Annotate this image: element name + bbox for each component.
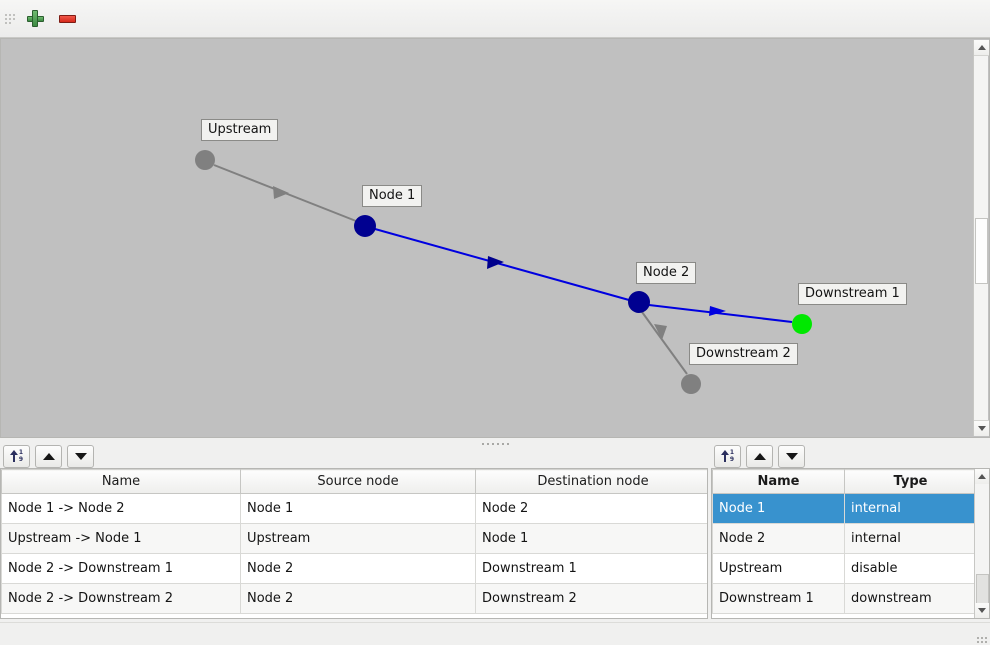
node-label-upstream[interactable]: Upstream bbox=[201, 119, 279, 141]
canvas-vertical-scrollbar[interactable] bbox=[973, 40, 989, 436]
scroll-down-button[interactable] bbox=[974, 420, 989, 436]
plus-icon bbox=[26, 10, 44, 27]
node-name-cell[interactable]: Upstream bbox=[712, 553, 845, 584]
edge-source-cell[interactable]: Node 2 bbox=[240, 583, 476, 614]
window-resize-grip-icon[interactable] bbox=[976, 632, 987, 643]
arrowhead-node2-downstream1 bbox=[709, 306, 726, 316]
node-name-cell[interactable]: Node 1 bbox=[712, 493, 845, 524]
splitter-grip-icon bbox=[481, 443, 509, 445]
caret-up-icon bbox=[978, 474, 986, 479]
edge-name-cell[interactable]: Node 1 -> Node 2 bbox=[1, 493, 241, 524]
arrowhead-node1-node2 bbox=[487, 256, 504, 269]
nodes-table-vertical-scrollbar[interactable] bbox=[974, 469, 989, 618]
add-button[interactable] bbox=[19, 3, 51, 35]
graph-node-downstream1[interactable] bbox=[792, 314, 812, 334]
table-row[interactable]: Node 2 -> Downstream 2 Node 2 Downstream… bbox=[1, 583, 707, 614]
node-label-downstream2[interactable]: Downstream 2 bbox=[689, 343, 798, 365]
nodes-scroll-up-button[interactable] bbox=[975, 469, 989, 484]
table-row[interactable]: Downstream 1 downstream bbox=[712, 583, 977, 614]
table-row[interactable]: Node 1 internal bbox=[712, 493, 977, 524]
arrowhead-upstream-node1 bbox=[273, 186, 289, 199]
nodes-move-down-button[interactable] bbox=[778, 444, 805, 468]
edges-table: Name Source node Destination node Node 1… bbox=[1, 469, 707, 614]
table-row[interactable]: Node 1 -> Node 2 Node 1 Node 2 bbox=[1, 493, 707, 524]
toolbar-drag-handle[interactable] bbox=[5, 8, 15, 30]
edges-col-name[interactable]: Name bbox=[1, 469, 241, 494]
edges-table-header-row: Name Source node Destination node bbox=[1, 469, 707, 494]
node-label-node1[interactable]: Node 1 bbox=[362, 185, 423, 207]
nodes-table-container[interactable]: Name Type Node 1 internal Node 2 interna… bbox=[711, 468, 990, 619]
edge-name-cell[interactable]: Node 2 -> Downstream 1 bbox=[1, 553, 241, 584]
horizontal-splitter[interactable] bbox=[0, 440, 990, 448]
remove-button[interactable] bbox=[51, 3, 83, 35]
graph-svg bbox=[195, 150, 812, 394]
table-row[interactable]: Upstream disable bbox=[712, 553, 977, 584]
arrowhead-node2-downstream2 bbox=[654, 324, 667, 340]
edge-destination-cell[interactable]: Node 1 bbox=[475, 523, 707, 554]
edge-source-cell[interactable]: Node 1 bbox=[240, 493, 476, 524]
edges-move-down-button[interactable] bbox=[67, 444, 94, 468]
edge-node2-downstream1 bbox=[648, 304, 793, 323]
nodes-table: Name Type Node 1 internal Node 2 interna… bbox=[712, 469, 977, 614]
nodes-move-up-button[interactable] bbox=[746, 444, 773, 468]
edge-name-cell[interactable]: Upstream -> Node 1 bbox=[1, 523, 241, 554]
table-row[interactable]: Upstream -> Node 1 Upstream Node 1 bbox=[1, 523, 707, 554]
scroll-up-button[interactable] bbox=[974, 40, 989, 56]
edge-name-cell[interactable]: Node 2 -> Downstream 2 bbox=[1, 583, 241, 614]
edges-move-up-button[interactable] bbox=[35, 444, 62, 468]
node-label-downstream1[interactable]: Downstream 1 bbox=[798, 283, 907, 305]
caret-up-icon bbox=[977, 45, 986, 50]
node-type-cell[interactable]: downstream bbox=[844, 583, 977, 614]
graph-node-upstream[interactable] bbox=[195, 150, 215, 170]
edges-table-container[interactable]: Name Source node Destination node Node 1… bbox=[0, 468, 708, 619]
edge-destination-cell[interactable]: Downstream 1 bbox=[475, 553, 707, 584]
edge-source-cell[interactable]: Node 2 bbox=[240, 553, 476, 584]
node-type-cell[interactable]: internal bbox=[844, 493, 977, 524]
nodes-scroll-down-button[interactable] bbox=[975, 603, 989, 618]
node-type-cell[interactable]: disable bbox=[844, 553, 977, 584]
edge-destination-cell[interactable]: Downstream 2 bbox=[475, 583, 707, 614]
graph-node-downstream2[interactable] bbox=[681, 374, 701, 394]
node-label-node2[interactable]: Node 2 bbox=[636, 262, 697, 284]
toolbar bbox=[0, 0, 990, 38]
status-bar bbox=[0, 622, 990, 645]
edges-col-destination[interactable]: Destination node bbox=[475, 469, 707, 494]
minus-icon bbox=[58, 14, 76, 23]
edge-node1-node2 bbox=[374, 228, 630, 301]
arrow-up-icon bbox=[753, 452, 766, 460]
arrow-up-icon bbox=[42, 452, 55, 460]
edge-node2-downstream2 bbox=[641, 311, 688, 375]
nodes-table-header-row: Name Type bbox=[712, 469, 977, 494]
arrow-down-icon bbox=[74, 452, 87, 460]
edges-col-source[interactable]: Source node bbox=[240, 469, 476, 494]
caret-down-icon bbox=[977, 426, 986, 431]
edge-destination-cell[interactable]: Node 2 bbox=[475, 493, 707, 524]
canvas-vscroll-thumb[interactable] bbox=[975, 218, 988, 284]
table-row[interactable]: Node 2 internal bbox=[712, 523, 977, 554]
table-row[interactable]: Node 2 -> Downstream 1 Node 2 Downstream… bbox=[1, 553, 707, 584]
graph-node-node2[interactable] bbox=[628, 291, 650, 313]
node-name-cell[interactable]: Downstream 1 bbox=[712, 583, 845, 614]
graph-canvas[interactable]: Upstream Node 1 Node 2 Downstream 1 Down… bbox=[0, 38, 990, 438]
graph-node-node1[interactable] bbox=[354, 215, 376, 237]
nodes-col-name[interactable]: Name bbox=[712, 469, 845, 494]
caret-down-icon bbox=[978, 608, 986, 613]
nodes-col-type[interactable]: Type bbox=[844, 469, 977, 494]
node-type-cell[interactable]: internal bbox=[844, 523, 977, 554]
edge-source-cell[interactable]: Upstream bbox=[240, 523, 476, 554]
arrow-down-icon bbox=[785, 452, 798, 460]
nodes-vscroll-thumb[interactable] bbox=[976, 574, 989, 604]
node-name-cell[interactable]: Node 2 bbox=[712, 523, 845, 554]
